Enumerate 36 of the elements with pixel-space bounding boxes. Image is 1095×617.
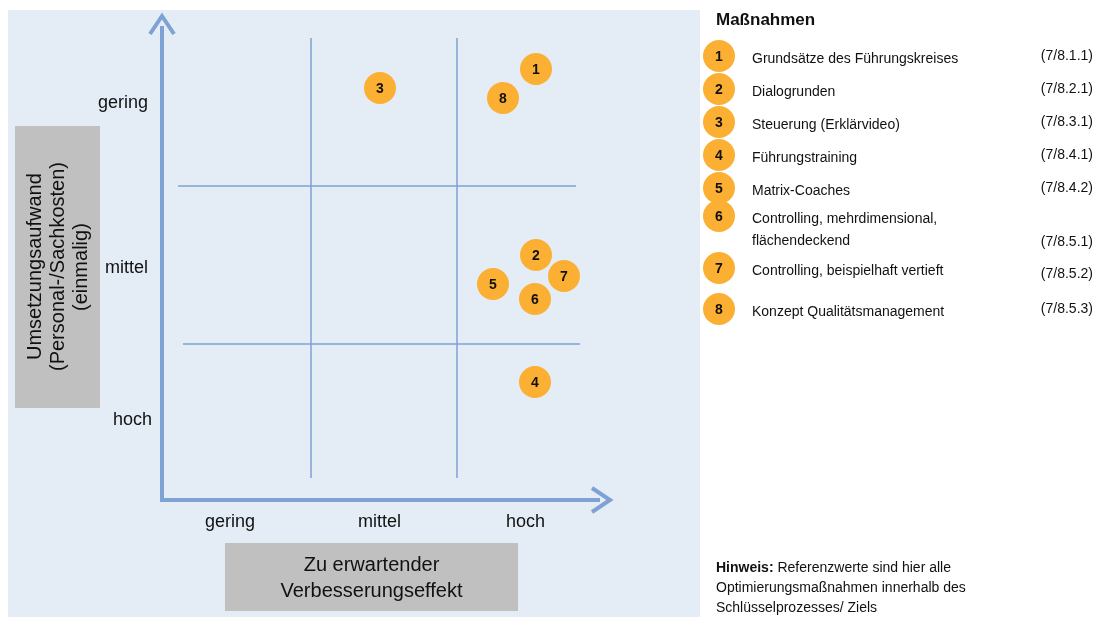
number-marker: 3 (703, 106, 735, 138)
reference-code: (7/8.4.1) (1040, 146, 1093, 162)
axis-title-panel (225, 543, 518, 611)
number-marker: 2 (703, 73, 735, 105)
measure-name: Steuerung (Erklärvideo) (752, 115, 901, 134)
number-marker: 8 (703, 293, 735, 325)
reference-code: (7/8.3.1) (1040, 113, 1093, 129)
axis-title: Umsetzungsaufwand (Personal-/Sachkosten) (einmalig) (23, 161, 92, 374)
tick-label: hoch (112, 409, 152, 430)
number-marker: 5 (703, 172, 735, 204)
measure-name: Dialogrunden (752, 82, 837, 101)
measure-name: Controlling, beispielhaft vertieft (752, 261, 945, 280)
section-heading: Maßnahmen (716, 10, 816, 30)
number-marker: 1 (703, 40, 735, 72)
axis-title: Zu erwartender Verbesserungseffekt (279, 552, 464, 603)
reference-code: (7/8.5.3) (1040, 300, 1093, 316)
measure-name: Konzept Qualitätsmanagement (752, 302, 946, 321)
number-marker: 4 (703, 139, 735, 171)
tick-label: mittel (358, 511, 401, 532)
number-marker: 6 (703, 200, 735, 232)
measure-name: Matrix-Coaches (752, 181, 852, 200)
reference-code: (7/8.5.2) (1040, 265, 1093, 281)
note-text: Hinweis: Referenzwerte sind hier alle Optimierungsmaßnahmen innerhalb des Schlüsselprozesses/ Ziels (716, 558, 967, 617)
reference-code: (7/8.5.1) (1040, 233, 1093, 249)
axis-title-panel (15, 126, 100, 408)
reference-code: (7/8.4.2) (1040, 179, 1093, 195)
measure-name: Controlling, mehrdimensional, flächendeckend (752, 209, 939, 250)
measure-name: Führungstraining (752, 148, 859, 167)
tick-label: hoch (506, 511, 546, 532)
measure-name: Grundsätze des Führungskreises (752, 49, 960, 68)
tick-label: mittel (105, 257, 148, 278)
tick-label: gering (205, 511, 256, 532)
number-marker: 7 (703, 252, 735, 284)
tick-label: gering (97, 92, 148, 113)
reference-code: (7/8.2.1) (1040, 80, 1093, 96)
reference-code: (7/8.1.1) (1040, 47, 1093, 63)
